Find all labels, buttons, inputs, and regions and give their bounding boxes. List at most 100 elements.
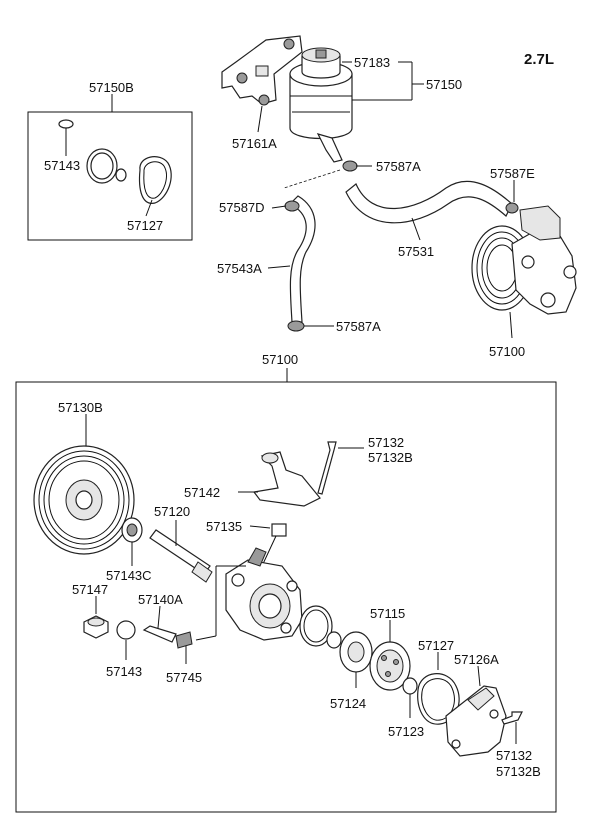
small-ring-part[interactable] bbox=[115, 168, 127, 182]
label-57132B-top[interactable]: 57132B bbox=[368, 450, 413, 465]
leader bbox=[271, 205, 287, 209]
bracket-slot bbox=[255, 65, 269, 77]
o-ring-inner bbox=[303, 609, 329, 643]
gasket-inner bbox=[143, 161, 167, 199]
small-o-ring-part[interactable] bbox=[326, 631, 342, 649]
housing-boss bbox=[280, 622, 292, 634]
cartridge-rotor bbox=[376, 649, 404, 683]
leader bbox=[257, 105, 263, 133]
label-57127-top[interactable]: 57127 bbox=[127, 218, 163, 233]
pulley-groove bbox=[48, 460, 120, 540]
gasket-part[interactable] bbox=[138, 156, 172, 204]
label-57100-box[interactable]: 57100 bbox=[262, 352, 298, 367]
label-57124[interactable]: 57124 bbox=[330, 696, 366, 711]
small-o-ring-part[interactable] bbox=[402, 677, 418, 695]
suction-hose-part[interactable] bbox=[288, 195, 316, 323]
hose-clamp-part[interactable] bbox=[505, 202, 519, 214]
cartridge-vane bbox=[385, 671, 391, 677]
cap-tab bbox=[315, 49, 327, 59]
o-ring-small-part[interactable] bbox=[58, 119, 74, 129]
label-57183[interactable]: 57183 bbox=[354, 55, 390, 70]
cover-bolt-hole bbox=[489, 709, 499, 719]
pump-fitting bbox=[519, 205, 561, 241]
label-57127-bot[interactable]: 57127 bbox=[418, 638, 454, 653]
housing-center bbox=[258, 593, 282, 619]
label-57140A[interactable]: 57140A bbox=[138, 592, 183, 607]
cover-bolt-part[interactable] bbox=[501, 711, 523, 725]
shaft-part[interactable] bbox=[149, 529, 211, 575]
label-57587A-bot[interactable]: 57587A bbox=[336, 319, 381, 334]
label-57161A[interactable]: 57161A bbox=[232, 136, 277, 151]
pump-boss bbox=[521, 255, 535, 269]
label-57745[interactable]: 57745 bbox=[166, 670, 202, 685]
label-57132B-bot[interactable]: 57132B bbox=[496, 764, 541, 779]
o-ring-inner bbox=[90, 152, 114, 180]
return-hose-part[interactable] bbox=[345, 180, 513, 224]
label-57143-top[interactable]: 57143 bbox=[44, 158, 80, 173]
engine-label: 2.7L bbox=[524, 51, 554, 68]
label-57100-pump[interactable]: 57100 bbox=[489, 344, 525, 359]
pulley-bore bbox=[75, 490, 93, 510]
label-57142[interactable]: 57142 bbox=[184, 485, 220, 500]
side-plate-center bbox=[347, 641, 365, 663]
label-57115[interactable]: 57115 bbox=[370, 606, 405, 621]
pump-boss bbox=[540, 292, 556, 308]
shaft-spline bbox=[191, 561, 213, 583]
oil-seal-inner bbox=[126, 523, 138, 537]
hose-clamp-part[interactable] bbox=[287, 320, 305, 332]
housing-port bbox=[247, 547, 267, 567]
hose-clamp-part[interactable] bbox=[342, 160, 358, 172]
label-57130B[interactable]: 57130B bbox=[58, 400, 103, 415]
rear-cover-part[interactable] bbox=[445, 685, 507, 757]
seal-kit-box bbox=[27, 111, 193, 241]
label-57143-bot[interactable]: 57143 bbox=[106, 664, 142, 679]
leader bbox=[249, 525, 271, 529]
label-57587D[interactable]: 57587D bbox=[219, 200, 265, 215]
leader bbox=[195, 635, 217, 641]
label-57531[interactable]: 57531 bbox=[398, 244, 434, 259]
leader bbox=[267, 265, 291, 269]
connector-mouth bbox=[261, 452, 279, 464]
label-57120[interactable]: 57120 bbox=[154, 504, 190, 519]
label-57132-bot[interactable]: 57132 bbox=[496, 748, 532, 763]
label-57587A-top[interactable]: 57587A bbox=[376, 159, 421, 174]
bolt-icon bbox=[283, 38, 295, 50]
housing-boss bbox=[231, 573, 245, 587]
connection-dash bbox=[283, 169, 341, 189]
bolt-part[interactable] bbox=[317, 441, 337, 495]
o-ring-part[interactable] bbox=[116, 620, 136, 640]
label-57150B[interactable]: 57150B bbox=[89, 80, 134, 95]
reservoir-outlet bbox=[316, 133, 343, 163]
pulley-groove bbox=[43, 455, 125, 545]
leader bbox=[157, 605, 161, 629]
gasket-inner bbox=[421, 678, 455, 721]
label-57132-top[interactable]: 57132 bbox=[368, 435, 404, 450]
bolt-icon bbox=[236, 72, 248, 84]
housing-boss bbox=[286, 580, 298, 592]
fitting-top bbox=[87, 617, 105, 627]
label-57587E[interactable]: 57587E bbox=[490, 166, 535, 181]
label-57135[interactable]: 57135 bbox=[206, 519, 242, 534]
label-57150[interactable]: 57150 bbox=[426, 77, 462, 92]
label-57543A[interactable]: 57543A bbox=[217, 261, 262, 276]
label-57147[interactable]: 57147 bbox=[72, 582, 108, 597]
exploded-view-box bbox=[15, 381, 557, 813]
leader bbox=[145, 199, 153, 217]
spring-part[interactable] bbox=[175, 631, 193, 649]
housing-o-ring-part[interactable] bbox=[299, 605, 333, 647]
cartridge-vane bbox=[381, 655, 387, 661]
valve-stem bbox=[261, 535, 277, 567]
cover-bolt-hole bbox=[451, 739, 461, 749]
hose-clamp-part[interactable] bbox=[284, 200, 300, 212]
cover-ridge bbox=[467, 687, 495, 711]
label-57123[interactable]: 57123 bbox=[388, 724, 424, 739]
cartridge-vane bbox=[393, 659, 399, 665]
leader bbox=[509, 311, 513, 339]
inlet-connector-part[interactable] bbox=[252, 451, 321, 507]
flow-valve-part[interactable] bbox=[271, 523, 287, 537]
relief-valve-part[interactable] bbox=[142, 625, 177, 643]
label-57143C[interactable]: 57143C bbox=[106, 568, 152, 583]
label-57126A[interactable]: 57126A bbox=[454, 652, 499, 667]
